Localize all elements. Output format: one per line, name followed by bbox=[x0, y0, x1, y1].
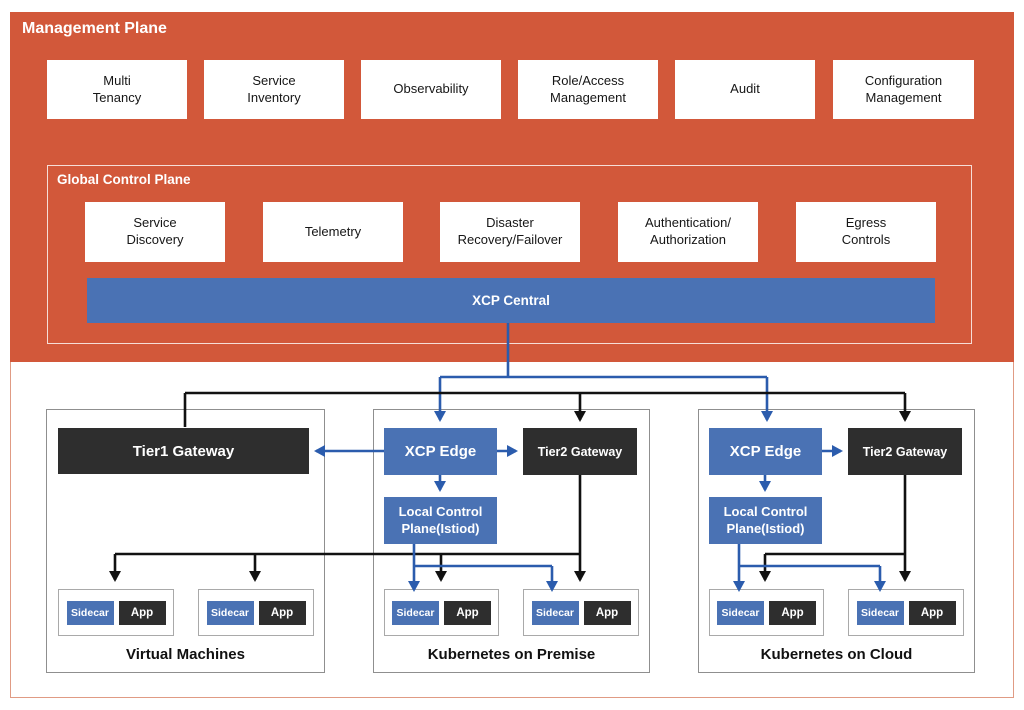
sidecar-box: Sidecar bbox=[531, 600, 579, 625]
capability-box-config-mgmt: Configuration Management bbox=[833, 60, 974, 119]
sidecar-box: Sidecar bbox=[856, 600, 904, 625]
app-box: App bbox=[258, 600, 306, 625]
service-box-authn-authz: Authentication/ Authorization bbox=[618, 202, 758, 262]
tier1-gateway-box: Tier1 Gateway bbox=[58, 428, 309, 474]
tier2-gateway-box-premise: Tier2 Gateway bbox=[523, 428, 637, 475]
tier2-gateway-box-cloud: Tier2 Gateway bbox=[848, 428, 962, 475]
xcp-edge-box-premise: XCP Edge bbox=[384, 428, 497, 475]
workload-group: Sidecar App bbox=[848, 589, 964, 636]
local-control-plane-box-cloud: Local Control Plane(Istiod) bbox=[709, 497, 822, 544]
workload-group: Sidecar App bbox=[58, 589, 174, 636]
global-control-plane-title: Global Control Plane bbox=[57, 172, 191, 187]
management-plane-title: Management Plane bbox=[22, 20, 167, 37]
capability-box-service-inventory: Service Inventory bbox=[204, 60, 344, 119]
cluster-label-virtual-machines: Virtual Machines bbox=[126, 646, 245, 663]
cluster-label-kubernetes-on-premise: Kubernetes on Premise bbox=[427, 646, 596, 663]
service-box-service-discovery: Service Discovery bbox=[85, 202, 225, 262]
sidecar-box: Sidecar bbox=[392, 600, 439, 625]
sidecar-box: Sidecar bbox=[66, 600, 114, 625]
workload-group: Sidecar App bbox=[384, 589, 499, 636]
workload-group: Sidecar App bbox=[523, 589, 639, 636]
app-box: App bbox=[583, 600, 631, 625]
service-box-egress-controls: Egress Controls bbox=[796, 202, 936, 262]
capability-box-role-access: Role/Access Management bbox=[518, 60, 658, 119]
app-box: App bbox=[769, 600, 816, 625]
sidecar-box: Sidecar bbox=[206, 600, 254, 625]
service-box-disaster-recovery: Disaster Recovery/Failover bbox=[440, 202, 580, 262]
cluster-label-kubernetes-on-cloud: Kubernetes on Cloud bbox=[760, 646, 913, 663]
service-box-telemetry: Telemetry bbox=[263, 202, 403, 262]
app-box: App bbox=[118, 600, 166, 625]
xcp-edge-box-cloud: XCP Edge bbox=[709, 428, 822, 475]
capability-box-audit: Audit bbox=[675, 60, 815, 119]
capability-box-multi-tenancy: Multi Tenancy bbox=[47, 60, 187, 119]
workload-group: Sidecar App bbox=[709, 589, 824, 636]
capability-box-observability: Observability bbox=[361, 60, 501, 119]
local-control-plane-box-premise: Local Control Plane(Istiod) bbox=[384, 497, 497, 544]
app-box: App bbox=[444, 600, 491, 625]
sidecar-box: Sidecar bbox=[717, 600, 764, 625]
xcp-central-bar: XCP Central bbox=[87, 278, 935, 323]
app-box: App bbox=[908, 600, 956, 625]
workload-group: Sidecar App bbox=[198, 589, 314, 636]
